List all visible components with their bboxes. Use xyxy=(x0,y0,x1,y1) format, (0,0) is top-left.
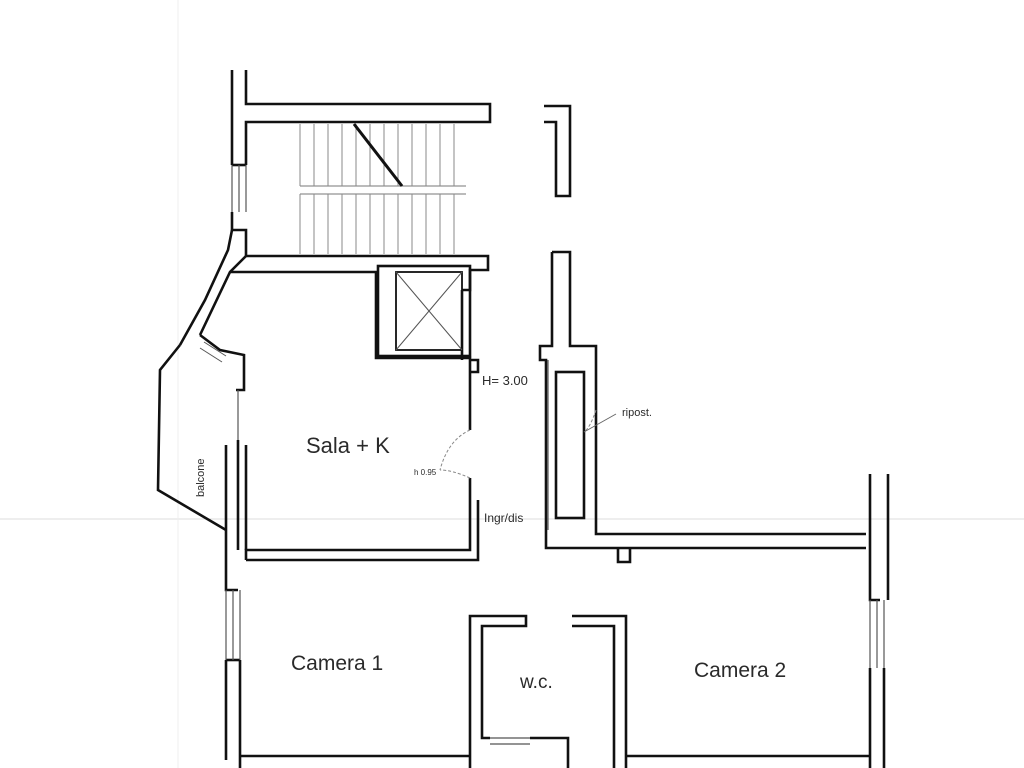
wall xyxy=(552,250,866,536)
door-height-label: h 0.95 xyxy=(414,468,437,477)
wall xyxy=(616,548,632,564)
wall xyxy=(178,229,234,346)
door-swings xyxy=(439,409,597,479)
room-label-camera2: Camera 2 xyxy=(694,659,786,682)
wall xyxy=(244,478,472,560)
wall xyxy=(199,333,246,392)
stair-treads-lower xyxy=(299,194,455,254)
room-label-sala: Sala + K xyxy=(306,433,390,458)
wall xyxy=(544,104,572,198)
stair-arrow xyxy=(352,123,404,187)
wall xyxy=(538,252,866,550)
windows xyxy=(225,165,885,745)
wall xyxy=(244,70,492,165)
balcone-label: balcone xyxy=(195,458,207,497)
wall xyxy=(572,614,628,768)
ripostiglio-leader xyxy=(583,413,617,433)
ripostiglio-label: ripost. xyxy=(622,407,652,419)
wall xyxy=(868,474,880,602)
wall xyxy=(530,736,570,768)
walls xyxy=(156,70,890,768)
wall xyxy=(468,614,528,768)
wall xyxy=(230,212,490,292)
elevator-shaft xyxy=(376,264,472,358)
room-label-wc: w.c. xyxy=(519,672,553,693)
wall xyxy=(230,270,472,430)
staircase xyxy=(300,185,466,195)
height-label: H= 3.00 xyxy=(482,373,528,388)
room-label-camera1: Camera 1 xyxy=(291,652,383,675)
balcony-window xyxy=(199,341,227,363)
elevator-cross xyxy=(395,271,463,351)
wall xyxy=(246,500,480,562)
wall xyxy=(470,358,480,374)
stair-treads-upper xyxy=(299,124,455,186)
wall xyxy=(572,624,616,768)
ripostiglio-wall xyxy=(554,370,586,520)
wall xyxy=(224,445,238,592)
wall xyxy=(156,344,227,532)
ingresso-label: Ingr/dis xyxy=(484,511,523,525)
